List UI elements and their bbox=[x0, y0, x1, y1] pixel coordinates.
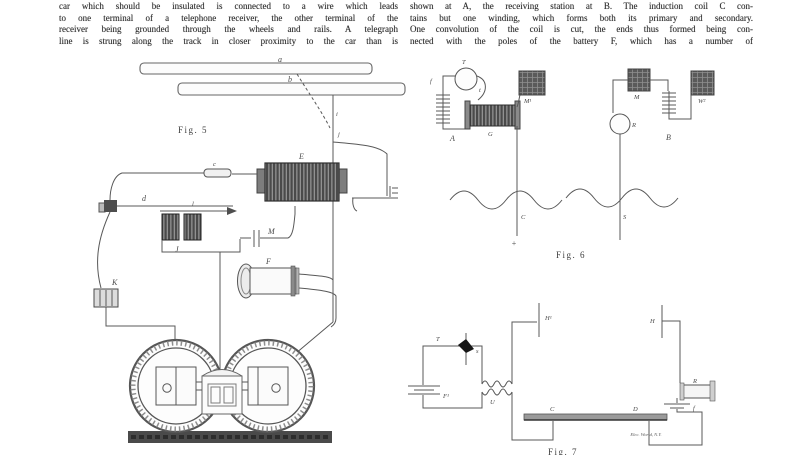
label-U: U bbox=[490, 399, 496, 406]
armature-arrow bbox=[227, 207, 237, 215]
label-j: j bbox=[337, 131, 340, 138]
label-D: D bbox=[632, 406, 638, 413]
left-wheel bbox=[128, 338, 224, 434]
label-K: K bbox=[111, 278, 118, 287]
label-plus: + bbox=[511, 239, 516, 248]
ground-terminal bbox=[332, 141, 398, 212]
key-s: T s bbox=[436, 333, 479, 365]
label-E: E bbox=[298, 152, 304, 161]
condenser-W2: W² bbox=[690, 70, 715, 105]
conductor-bar-CD: C D bbox=[523, 406, 668, 421]
primary-top-wire bbox=[422, 345, 483, 385]
induction-dashed-line bbox=[296, 73, 331, 129]
label-f: f bbox=[693, 405, 696, 412]
fig5-caption: Fig. 5 bbox=[178, 125, 208, 135]
water-wave-B bbox=[565, 188, 679, 208]
label-d: d bbox=[142, 194, 147, 203]
car-truck bbox=[128, 338, 332, 443]
water-wave-A bbox=[449, 190, 563, 210]
label-b: b bbox=[288, 75, 292, 84]
label-H1: H¹ bbox=[544, 315, 552, 322]
receiver-circle-R bbox=[609, 113, 631, 135]
label-F: F bbox=[265, 257, 271, 266]
label-c: c bbox=[213, 161, 216, 168]
return-loop-wire bbox=[648, 409, 703, 446]
label-l: l bbox=[192, 201, 194, 208]
label-R: R bbox=[692, 378, 697, 385]
label-i: i bbox=[336, 111, 338, 118]
figure-6-diagram: T t f G M¹ A C bbox=[430, 59, 715, 260]
text-line: shown at A, the receiving station at B. … bbox=[410, 1, 753, 11]
telephone-transmitter-F: F bbox=[237, 257, 337, 328]
induction-coil-G: G bbox=[464, 100, 521, 138]
text-line: tains but one winding, which forms both … bbox=[410, 12, 753, 23]
induction-coil-E: E bbox=[256, 152, 348, 202]
label-W2: W² bbox=[698, 98, 706, 105]
condenser-M: M bbox=[627, 68, 651, 101]
transmitter-circle bbox=[454, 67, 478, 91]
fig6-caption: Fig. 6 bbox=[556, 250, 586, 260]
label-J: J bbox=[175, 245, 179, 254]
journal-box bbox=[196, 369, 248, 415]
battery-F1: F¹ bbox=[408, 385, 449, 400]
label-H: H bbox=[649, 318, 655, 325]
condenser-M1: M¹ bbox=[518, 70, 546, 105]
primary-bottom-wire bbox=[422, 392, 483, 409]
coil-feed-wire bbox=[109, 172, 257, 201]
right-wheel bbox=[220, 338, 316, 434]
text-line: to one terminal of a telephone receiver,… bbox=[59, 12, 398, 23]
station-B: M R W² B S bbox=[565, 68, 715, 240]
paragraph-right: shown at A, the receiving station at B. … bbox=[410, 1, 753, 47]
binding-post bbox=[98, 200, 117, 213]
label-M: M bbox=[633, 94, 640, 101]
label-C: C bbox=[550, 406, 555, 413]
label-F1: F¹ bbox=[442, 393, 449, 400]
antenna-H1: H¹ bbox=[511, 303, 552, 384]
label-T: T bbox=[436, 336, 440, 343]
label-B: B bbox=[666, 133, 671, 142]
telegraph-line-b: b bbox=[177, 75, 406, 96]
label-M: M bbox=[267, 227, 276, 236]
figure-7-diagram: F¹ T s U H¹ C D bbox=[408, 303, 716, 455]
telegraph-line-a: a bbox=[139, 55, 373, 75]
fig7-caption: Fig. 7 bbox=[548, 447, 578, 455]
switch-c: c bbox=[203, 161, 232, 178]
fig7-credit: Elec. World, N.Y. bbox=[629, 432, 661, 438]
label-R: R bbox=[631, 122, 636, 129]
coil-f bbox=[436, 93, 450, 124]
cell-f: f bbox=[664, 398, 696, 412]
paragraph-left: car which should be insulated is connect… bbox=[59, 1, 398, 47]
label-t: t bbox=[479, 87, 481, 94]
battery-K: K bbox=[93, 211, 176, 386]
label-M1: M¹ bbox=[523, 98, 531, 105]
secondary-ground-wire bbox=[511, 392, 554, 441]
label-C: C bbox=[521, 214, 526, 221]
text-line: line is strung along the track in closer… bbox=[59, 35, 398, 46]
receiver-R: R bbox=[679, 378, 716, 402]
text-line: nected with the poles of the battery F, … bbox=[410, 35, 753, 46]
label-f: f bbox=[430, 78, 433, 85]
text-line: car which should be insulated is connect… bbox=[59, 1, 398, 11]
text-line: One convolution of the coil is cut, the … bbox=[410, 24, 753, 35]
antenna-H: H bbox=[649, 305, 681, 383]
label-G: G bbox=[488, 131, 493, 138]
label-S: S bbox=[623, 214, 627, 221]
label-a: a bbox=[278, 55, 282, 64]
text-line: receiver being grounded through the whee… bbox=[59, 24, 398, 35]
capacitor-M: M bbox=[240, 206, 296, 247]
coil-B bbox=[662, 91, 676, 116]
figure-5-diagram: a b i j E c bbox=[93, 55, 406, 443]
label-A: A bbox=[449, 134, 455, 143]
coil-U: U bbox=[481, 380, 513, 406]
label-T: T bbox=[462, 59, 466, 66]
station-A: T t f G M¹ A C bbox=[430, 59, 563, 248]
relay-sounder: d l J bbox=[117, 194, 241, 254]
label-s: s bbox=[476, 348, 479, 355]
